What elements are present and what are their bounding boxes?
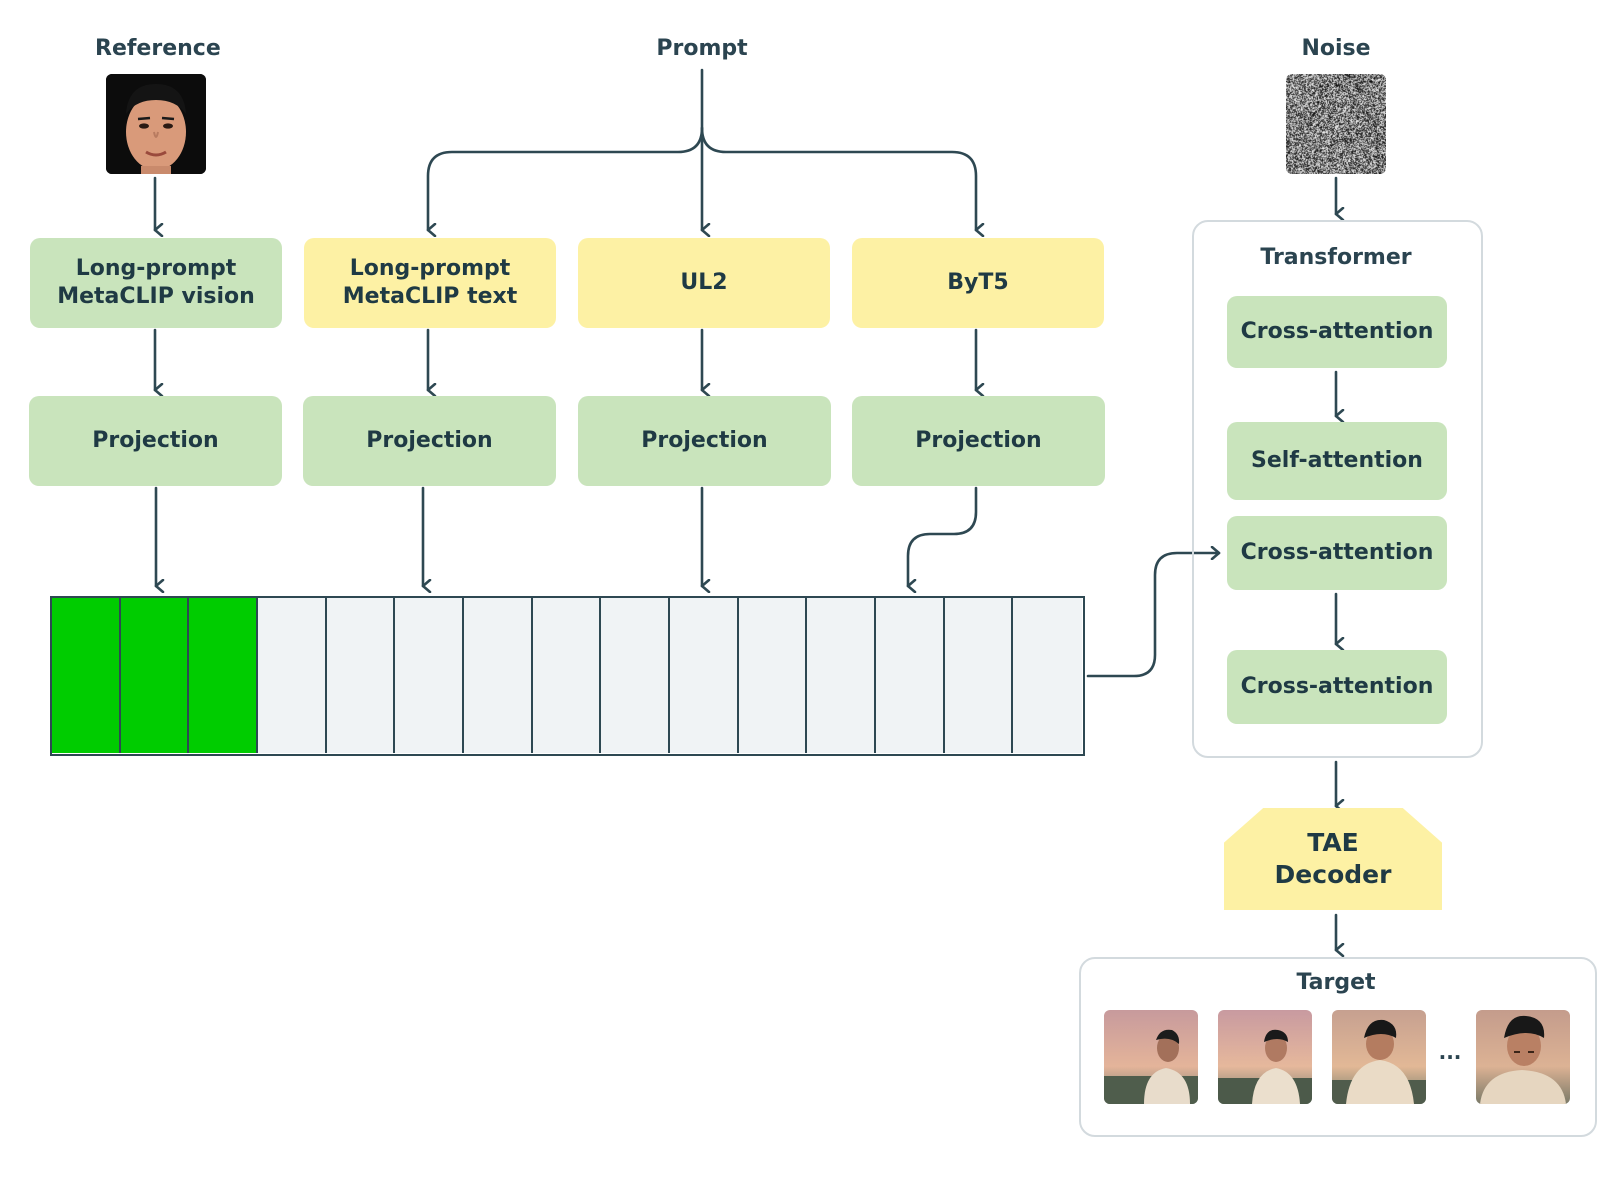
prompt-token — [395, 598, 464, 753]
reference-label: Reference — [95, 36, 221, 61]
prompt-token — [601, 598, 670, 753]
cross-attention-block-3: Cross-attention — [1227, 650, 1447, 724]
noise-texture — [1286, 74, 1386, 174]
ul2-encoder: UL2 — [578, 238, 830, 328]
prompt-token — [326, 598, 396, 753]
video-frame-image — [1476, 1010, 1570, 1104]
noise-label: Noise — [1301, 36, 1371, 61]
prompt-token — [876, 598, 945, 753]
arrow-projection4-to-tokens — [906, 486, 978, 586]
transformer-title: Transformer — [1260, 245, 1412, 270]
projection-ul2: Projection — [578, 396, 831, 486]
metaclip-text-encoder: Long-prompt MetaCLIP text — [304, 238, 556, 328]
token-sequence — [50, 596, 1085, 756]
cross-attention-block-1: Cross-attention — [1227, 296, 1447, 368]
prompt-token — [807, 598, 876, 753]
target-frame-2 — [1218, 1010, 1312, 1104]
prompt-label: Prompt — [656, 36, 748, 61]
projection-text: Projection — [303, 396, 556, 486]
prompt-token — [738, 598, 808, 753]
target-label: Target — [1296, 970, 1376, 995]
prompt-token — [944, 598, 1014, 753]
video-frame-image — [1332, 1010, 1426, 1104]
prompt-token — [532, 598, 602, 753]
prompt-token — [464, 598, 533, 753]
target-frame-4 — [1476, 1010, 1570, 1104]
transformer-panel — [1192, 220, 1483, 758]
target-ellipsis: ... — [1438, 1040, 1462, 1064]
reference-face-image — [106, 74, 206, 174]
target-frame-3 — [1332, 1010, 1426, 1104]
metaclip-vision-encoder: Long-prompt MetaCLIP vision — [30, 238, 282, 328]
projection-vision: Projection — [29, 396, 282, 486]
byt5-encoder: ByT5 — [852, 238, 1104, 328]
reference-token — [120, 598, 190, 753]
target-panel — [1079, 957, 1597, 1137]
video-frame-image — [1104, 1010, 1198, 1104]
arrow-tokens-to-cross-attention — [1086, 553, 1221, 678]
prompt-token — [670, 598, 739, 753]
tae-decoder: TAE Decoder — [1224, 808, 1442, 910]
arrow-prompt-to-text — [426, 126, 704, 230]
prompt-token — [258, 598, 327, 753]
noise-image — [1286, 74, 1386, 174]
face-illustration — [106, 74, 206, 174]
arrow-prompt-to-byt5 — [700, 126, 976, 230]
video-frame-image — [1218, 1010, 1312, 1104]
prompt-token — [1013, 598, 1082, 753]
target-frame-1 — [1104, 1010, 1198, 1104]
cross-attention-block-2: Cross-attention — [1227, 516, 1447, 590]
projection-byt5: Projection — [852, 396, 1105, 486]
reference-token — [52, 598, 121, 753]
self-attention-block: Self-attention — [1227, 422, 1447, 500]
reference-token — [189, 598, 258, 753]
